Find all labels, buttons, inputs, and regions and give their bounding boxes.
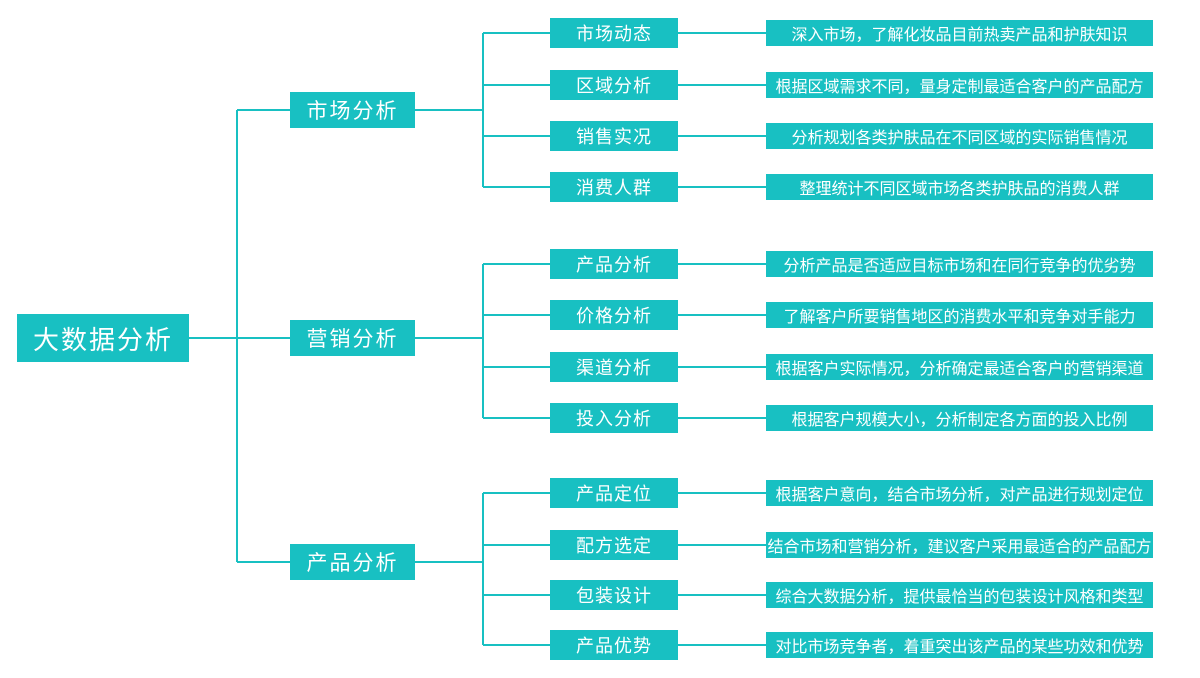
branch-node-market-analysis: 市场分析 (290, 92, 415, 128)
desc-node: 结合市场和营销分析，建议客户采用最适合的产品配方 (766, 532, 1153, 558)
desc-node: 分析产品是否适应目标市场和在同行竞争的优劣势 (766, 251, 1153, 277)
leaf-node: 销售实况 (550, 121, 678, 151)
leaf-node: 消费人群 (550, 172, 678, 202)
leaf-node: 投入分析 (550, 403, 678, 433)
root-node: 大数据分析 (17, 314, 189, 362)
desc-node: 综合大数据分析，提供最恰当的包装设计风格和类型 (766, 582, 1153, 608)
branch-node-product-analysis: 产品分析 (290, 544, 415, 580)
desc-node: 根据客户意向，结合市场分析，对产品进行规划定位 (766, 480, 1153, 506)
leaf-node: 市场动态 (550, 18, 678, 48)
leaf-node: 产品优势 (550, 630, 678, 660)
leaf-node: 价格分析 (550, 300, 678, 330)
leaf-node: 渠道分析 (550, 352, 678, 382)
desc-node: 对比市场竞争者，着重突出该产品的某些功效和优势 (766, 632, 1153, 658)
desc-node: 深入市场，了解化妆品目前热卖产品和护肤知识 (766, 20, 1153, 46)
desc-node: 根据客户实际情况，分析确定最适合客户的营销渠道 (766, 354, 1153, 380)
leaf-node: 区域分析 (550, 70, 678, 100)
leaf-node: 产品分析 (550, 249, 678, 279)
desc-node: 分析规划各类护肤品在不同区域的实际销售情况 (766, 123, 1153, 149)
desc-node: 根据区域需求不同，量身定制最适合客户的产品配方 (766, 72, 1153, 98)
desc-node: 整理统计不同区域市场各类护肤品的消费人群 (766, 174, 1153, 200)
desc-node: 了解客户所要销售地区的消费水平和竞争对手能力 (766, 302, 1153, 328)
leaf-node: 产品定位 (550, 478, 678, 508)
desc-node: 根据客户规模大小，分析制定各方面的投入比例 (766, 405, 1153, 431)
leaf-node: 配方选定 (550, 530, 678, 560)
leaf-node: 包装设计 (550, 580, 678, 610)
branch-node-marketing-analysis: 营销分析 (290, 320, 415, 356)
